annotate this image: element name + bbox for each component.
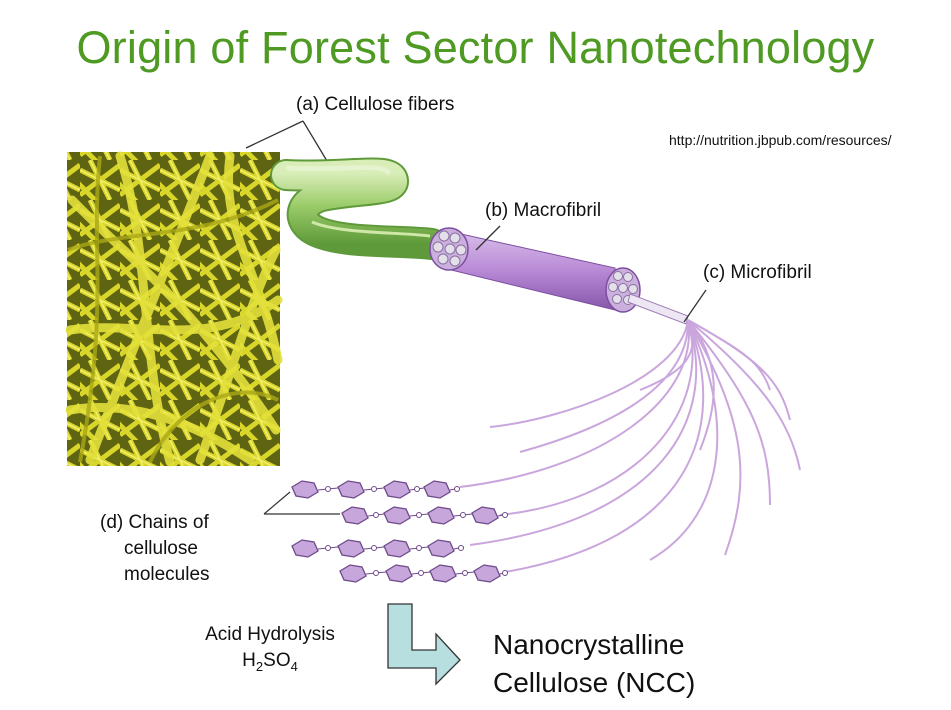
label-microfibril: (c) Microfibril <box>703 262 812 283</box>
label-macrofibril: (b) Macrofibril <box>485 200 602 221</box>
cellulose-fiber-tube <box>270 157 448 260</box>
chains-label-line-3: molecules <box>124 564 210 585</box>
fiber-micrograph <box>65 151 283 467</box>
leader-lines-d <box>263 491 340 515</box>
chains-label-line-2: cellulose <box>124 538 198 559</box>
cellulose-molecule-chains <box>291 480 501 583</box>
macrofibril-cone <box>429 225 641 313</box>
chain-row-3 <box>291 539 455 558</box>
slide-title: Origin of Forest Sector Nanotechnology <box>76 22 875 73</box>
acid-hydrolysis-text: Acid Hydrolysis <box>205 624 335 645</box>
chain-row-4 <box>339 564 501 583</box>
ncc-result-label: Nanocrystalline Cellulose (NCC) <box>493 626 695 702</box>
process-arrow <box>387 603 461 686</box>
ncc-line-2: Cellulose (NCC) <box>493 667 696 698</box>
fanned-cellulose-chains <box>459 319 801 573</box>
label-cellulose-chains: (d) Chains of cellulose molecules <box>100 510 260 588</box>
chain-row-2 <box>341 506 499 525</box>
acid-hydrolysis-label: Acid Hydrolysis H2SO4 <box>180 622 360 680</box>
label-cellulose-fibers: (a) Cellulose fibers <box>296 94 455 115</box>
source-url: http://nutrition.jbpub.com/resources/ <box>669 132 892 148</box>
chain-row-1 <box>291 480 451 499</box>
oxygen-atoms <box>325 486 508 576</box>
ncc-line-1: Nanocrystalline <box>493 629 685 660</box>
leader-lines-a <box>245 120 331 167</box>
chains-label-line-1: (d) Chains of <box>100 512 209 533</box>
microfibril-strand <box>627 289 707 325</box>
sulfuric-acid-formula: H2SO4 <box>242 650 298 674</box>
glycosidic-bonds <box>317 487 509 575</box>
